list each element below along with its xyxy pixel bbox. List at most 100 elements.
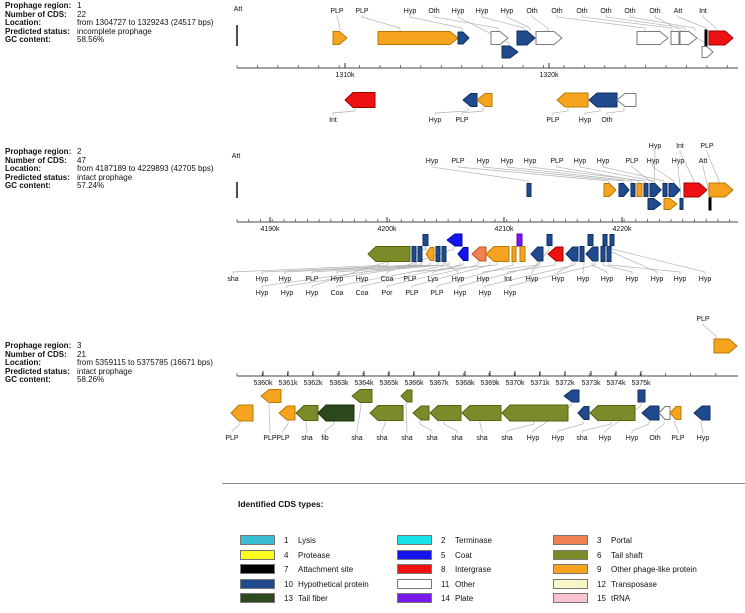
gene-Hyp[interactable] (411, 246, 417, 262)
gene-Hyp[interactable] (662, 183, 668, 197)
gene-Oth[interactable] (658, 406, 671, 420)
gene-Hyp[interactable] (435, 246, 441, 262)
gene-sha[interactable] (501, 404, 569, 422)
gene-Hyp[interactable] (679, 198, 684, 210)
legend-swatch (240, 564, 275, 574)
info-row: GC content:58.56% (5, 36, 214, 45)
gene-Hyp[interactable] (588, 92, 618, 108)
gene-PLP[interactable] (230, 404, 254, 422)
gene-Hyp[interactable] (417, 246, 423, 262)
label-leader-line (411, 262, 491, 288)
gene-Oth[interactable] (535, 31, 563, 45)
ruler-tick-label: 5364k (354, 380, 374, 387)
gene-PLP[interactable] (278, 405, 296, 421)
gene-Coa[interactable] (457, 247, 469, 261)
gene-sha[interactable] (367, 246, 411, 262)
gene-sha[interactable] (461, 405, 502, 421)
gene-Por[interactable] (471, 246, 487, 262)
gene-Hyp[interactable] (526, 183, 532, 197)
gene-Hyp[interactable] (643, 183, 649, 197)
gene-Hyp[interactable] (462, 93, 478, 107)
gene-PLP[interactable] (663, 198, 678, 210)
gene-Hyp[interactable] (563, 389, 580, 403)
gene-Hyp[interactable] (641, 405, 660, 421)
gene-label: Hyp (477, 158, 490, 165)
gene-PLP[interactable] (476, 93, 493, 107)
gene-PLP[interactable] (636, 183, 643, 197)
gene-PLP[interactable] (332, 31, 348, 45)
gene-Hyp[interactable] (546, 234, 553, 246)
info-row: GC content:58.26% (5, 376, 213, 385)
gene-label: Hyp (574, 158, 587, 165)
gene-PLP[interactable] (377, 31, 459, 45)
gene-att[interactable] (704, 29, 708, 47)
gene-Hyp[interactable] (585, 246, 599, 262)
gene-Hyp[interactable] (630, 183, 636, 197)
gene-label: Hyp (527, 435, 540, 442)
gene-PLP[interactable] (260, 389, 282, 403)
legend-label: Other phage-like protein (611, 564, 697, 574)
gene-PLP[interactable] (485, 246, 510, 262)
gene-Hyp[interactable] (565, 246, 579, 262)
ruler-tick-label: 5372k (555, 380, 575, 387)
gene-Hyp[interactable] (422, 234, 429, 246)
gene-sha[interactable] (589, 405, 636, 421)
gene-Oth[interactable] (636, 31, 669, 45)
gene-Hyp[interactable] (587, 234, 594, 246)
gene-Hyp[interactable] (609, 234, 615, 246)
gene-sha[interactable] (369, 405, 404, 421)
gene-sha[interactable] (400, 389, 413, 403)
gene-Int[interactable] (547, 246, 564, 262)
gene-Hyp[interactable] (441, 246, 447, 262)
gene-Coa[interactable] (446, 233, 463, 247)
label-leader-line (631, 421, 650, 433)
gene-PLP[interactable] (425, 247, 435, 261)
label-leader-line (431, 165, 529, 184)
gene-Hyp[interactable] (637, 389, 646, 403)
gene-Hyp[interactable] (618, 183, 630, 197)
gene-sha[interactable] (412, 405, 430, 421)
gene-Hyp[interactable] (457, 31, 470, 45)
gene-Hyp[interactable] (602, 234, 608, 246)
gene-Hyp[interactable] (501, 45, 519, 59)
label-leader-line (531, 15, 549, 31)
gene-att[interactable] (708, 197, 712, 211)
gene-Hyp[interactable] (668, 183, 681, 197)
info-label: GC content: (5, 35, 51, 45)
gene-Oth[interactable] (616, 93, 637, 107)
gene-Oth[interactable] (679, 31, 698, 45)
gene-PLP[interactable] (511, 246, 517, 262)
gene-Hyp[interactable] (649, 183, 662, 197)
gene-Pla[interactable] (516, 233, 523, 247)
gene-PLP[interactable] (556, 92, 589, 108)
info-value: from 4187189 to 4229893 (42705 bps) (77, 164, 214, 174)
gene-sha[interactable] (429, 405, 462, 421)
gene-sha[interactable] (351, 389, 373, 403)
gene-Hyp[interactable] (600, 246, 606, 262)
gene-label: Hyp (599, 435, 612, 442)
gene-PLP[interactable] (519, 246, 526, 262)
gene-Hyp[interactable] (693, 405, 711, 421)
gene-Int[interactable] (708, 30, 734, 46)
gene-Hyp[interactable] (606, 246, 612, 262)
gene-Int[interactable] (344, 92, 376, 108)
gene-Hyp[interactable] (516, 30, 536, 46)
legend-label: Lysis (298, 535, 316, 545)
gene-Oth[interactable] (490, 31, 509, 45)
gene-Hyp[interactable] (647, 198, 662, 210)
gene-PLP[interactable] (669, 406, 682, 420)
gene-Hyp[interactable] (577, 406, 590, 420)
gene-PLP[interactable] (603, 183, 617, 197)
gene-Int[interactable] (683, 182, 708, 198)
gene-fib[interactable] (317, 404, 355, 422)
gene-Oth[interactable] (701, 46, 714, 58)
gene-PLP[interactable] (708, 182, 734, 198)
gene-sha[interactable] (295, 405, 319, 421)
gene-PLP[interactable] (713, 338, 738, 354)
gene-Oth[interactable] (670, 31, 680, 45)
label-leader-line (652, 165, 675, 184)
gene-Hyp[interactable] (530, 246, 544, 262)
gene-Hyp[interactable] (579, 246, 585, 262)
info-value: 57.24% (77, 181, 105, 191)
